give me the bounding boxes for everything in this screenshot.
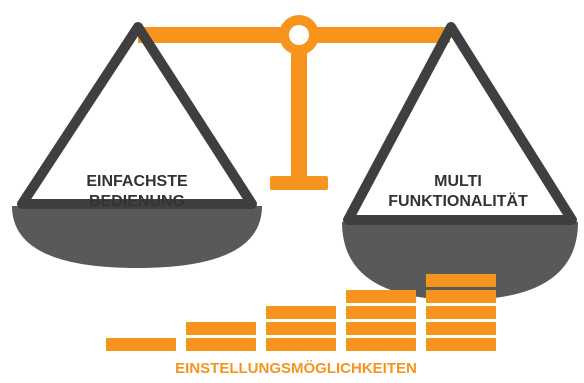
right-pan-label-line1: MULTI <box>434 173 482 190</box>
right-pan-bowl <box>342 222 578 300</box>
setting-options-label: EINSTELLUNGSMÖGLICHKEITEN <box>175 360 417 377</box>
left-pan-label-line2: BEDIENUNG <box>89 193 185 210</box>
setting-bar-segment <box>266 322 336 335</box>
setting-bar-segment <box>266 338 336 351</box>
left-pan-bowl <box>12 206 262 268</box>
setting-bar-segment <box>426 290 496 303</box>
scale-base <box>270 176 328 190</box>
right-pan-strings <box>343 22 577 225</box>
setting-bar-segment <box>186 338 256 351</box>
right-pan: MULTI FUNKTIONALITÄT <box>342 22 578 300</box>
left-pan-strings <box>17 22 257 209</box>
setting-bar-segment <box>426 274 496 287</box>
setting-bar-segment <box>106 338 176 351</box>
right-pan-label-line2: FUNKTIONALITÄT <box>388 192 528 210</box>
setting-bar-segment <box>186 322 256 335</box>
setting-options-bars <box>106 274 496 351</box>
setting-bar-segment <box>346 322 416 335</box>
left-pan: EINFACHSTE BEDIENUNG <box>12 22 262 268</box>
setting-bar-segment <box>426 338 496 351</box>
setting-bar-segment <box>346 338 416 351</box>
setting-bar-segment <box>426 322 496 335</box>
left-pan-label-line1: EINFACHSTE <box>86 173 188 190</box>
setting-bar-segment <box>346 306 416 319</box>
setting-bar-segment <box>426 306 496 319</box>
setting-bar-segment <box>346 290 416 303</box>
scale-pillar <box>291 44 307 176</box>
pivot-hole <box>289 25 309 45</box>
setting-bar-segment <box>266 306 336 319</box>
